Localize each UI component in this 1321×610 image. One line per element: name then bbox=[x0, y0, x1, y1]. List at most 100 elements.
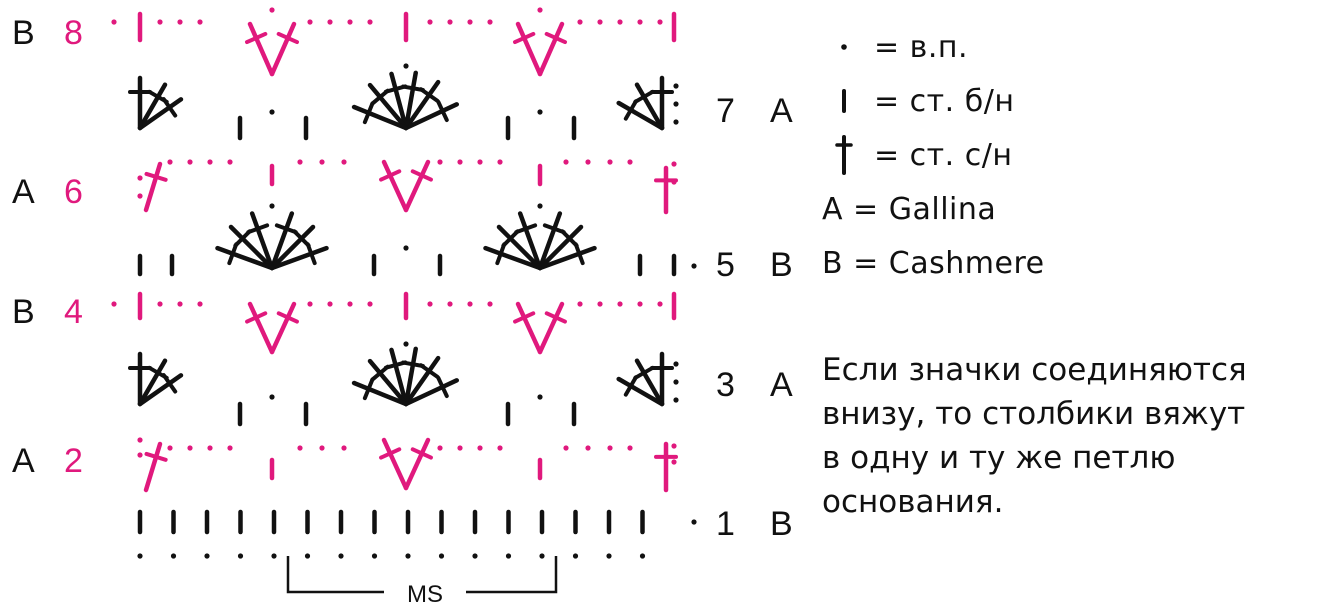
legend-item-yarn-a: A = Gallina bbox=[822, 182, 1312, 236]
chain-dot bbox=[673, 397, 679, 403]
chain-dot bbox=[367, 301, 373, 307]
chain-dot bbox=[657, 19, 663, 25]
chain-dot bbox=[457, 445, 463, 451]
chain-dot bbox=[207, 445, 213, 451]
chain-dot bbox=[577, 19, 583, 25]
chain-dot bbox=[671, 161, 677, 167]
chain-dot bbox=[269, 7, 275, 13]
bar-icon bbox=[822, 79, 866, 123]
dc-crossbar bbox=[147, 365, 169, 380]
chain-dot bbox=[673, 101, 679, 107]
dc-stitch bbox=[247, 21, 275, 77]
dc-stitch bbox=[403, 355, 441, 407]
chain-dot bbox=[606, 553, 612, 559]
dc-crossbar bbox=[245, 311, 268, 324]
dc-crossbar bbox=[542, 223, 566, 235]
row-labels: B 8 A 6 B 4 A 2 7 A 5 B 3 A 1 B bbox=[12, 14, 793, 543]
chain-dot bbox=[177, 301, 183, 307]
chain-dot bbox=[637, 301, 643, 307]
chain-dot bbox=[437, 159, 443, 165]
chain-dot bbox=[297, 159, 303, 165]
chain-dot bbox=[563, 159, 569, 165]
chain-dot bbox=[367, 19, 373, 25]
chain-dot bbox=[341, 159, 347, 165]
dc-stitch bbox=[367, 82, 409, 131]
dc-crossbar bbox=[633, 365, 655, 380]
chain-dot bbox=[170, 553, 177, 559]
note-line-3: в одну и ту же петлю bbox=[822, 440, 1176, 476]
dc-stitch bbox=[228, 224, 275, 271]
chain-dot bbox=[607, 159, 613, 165]
dc-crossbar bbox=[370, 88, 390, 106]
chain-dot bbox=[137, 437, 143, 443]
chain-dot bbox=[563, 445, 569, 451]
chain-dot bbox=[227, 445, 233, 451]
chain-dot bbox=[307, 301, 313, 307]
chain-dot bbox=[673, 379, 679, 385]
chain-dot bbox=[505, 553, 512, 559]
chain-dot bbox=[467, 301, 473, 307]
chain-dot bbox=[157, 19, 163, 25]
chain-dot bbox=[467, 19, 473, 25]
chain-dot bbox=[137, 175, 143, 181]
dc-stitch bbox=[537, 301, 565, 355]
dc-stitch bbox=[215, 245, 275, 271]
dc-crossbar bbox=[410, 169, 433, 182]
chain-dot bbox=[537, 203, 543, 209]
chain-dot bbox=[639, 553, 646, 559]
crochet-chart: B 8 A 6 B 4 A 2 7 A 5 B 3 A 1 B MS bbox=[12, 7, 793, 608]
chain-dot bbox=[204, 553, 210, 559]
row-5-number: 5 bbox=[716, 246, 735, 284]
dc-stitch bbox=[496, 224, 543, 271]
chain-dot bbox=[111, 301, 117, 307]
dc-stitch bbox=[269, 211, 295, 271]
chain-dot bbox=[427, 19, 433, 25]
chain-dot bbox=[617, 301, 623, 307]
dc-crossbar bbox=[544, 311, 567, 324]
dc-stitch bbox=[517, 211, 543, 271]
row-7-number: 7 bbox=[716, 92, 735, 130]
row-8-number: 8 bbox=[64, 14, 83, 52]
row-6-number: 6 bbox=[64, 173, 83, 211]
dc-crossbar bbox=[362, 377, 375, 401]
chain-dot bbox=[537, 7, 543, 13]
row-4-yarn: B bbox=[12, 293, 35, 331]
chain-dot bbox=[347, 19, 353, 25]
chain-dot bbox=[167, 159, 173, 165]
chain-dot bbox=[671, 459, 677, 465]
chain-dot bbox=[477, 445, 483, 451]
dc-crossbar bbox=[144, 451, 168, 462]
chain-dot bbox=[307, 19, 313, 25]
chain-dot bbox=[371, 553, 378, 559]
repeat-label: MS bbox=[407, 581, 443, 608]
note-line-4: основания. bbox=[822, 484, 1004, 520]
dc-stitch bbox=[403, 79, 441, 131]
dc-stitch bbox=[403, 159, 431, 213]
chain-dot bbox=[539, 553, 545, 559]
dc-stitch bbox=[137, 82, 168, 131]
dc-stitch bbox=[537, 211, 563, 271]
chain-dot bbox=[237, 553, 244, 559]
repeat-bracket: MS bbox=[286, 556, 558, 608]
chain-dot bbox=[137, 193, 143, 199]
dc-crossbar bbox=[276, 311, 299, 324]
legend-item-sc: = ст. б/н bbox=[822, 74, 1312, 128]
chain-dot bbox=[319, 159, 325, 165]
legend: = в.п. = ст. б/н = ст. с/н A = Gallina B… bbox=[822, 20, 1312, 524]
chain-dot bbox=[341, 445, 347, 451]
note-line-1: Если значки соединяются bbox=[822, 352, 1247, 388]
dc-stitch bbox=[367, 358, 409, 407]
legend-item-dc: = ст. с/н bbox=[822, 128, 1312, 182]
chain-dot bbox=[607, 445, 613, 451]
chain-dot bbox=[691, 519, 697, 525]
chain-dot bbox=[577, 301, 583, 307]
dc-crossbar bbox=[410, 447, 433, 460]
chain-dot bbox=[437, 445, 443, 451]
dc-stitch bbox=[351, 380, 409, 407]
chain-dot bbox=[627, 159, 633, 165]
dc-stitch bbox=[403, 346, 418, 407]
legend-item-yarn-b: B = Cashmere bbox=[822, 236, 1312, 290]
dc-stitch bbox=[616, 376, 665, 407]
chain-dot bbox=[227, 159, 233, 165]
dc-crossbar bbox=[513, 31, 536, 45]
